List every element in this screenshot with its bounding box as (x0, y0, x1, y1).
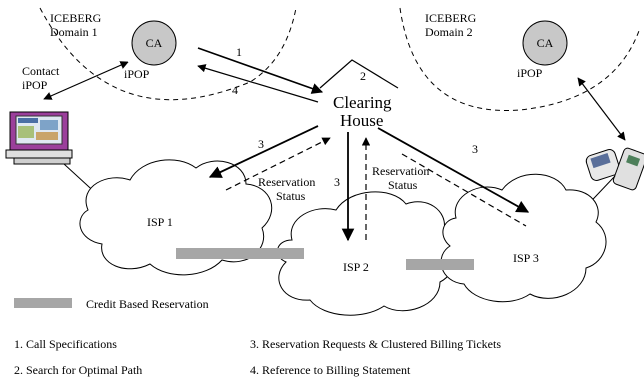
step-num-3c: 3 (472, 142, 478, 156)
domain-1-sub: Domain 1 (50, 25, 98, 39)
phone-icon (585, 147, 644, 191)
reservation-status-2-line1: Reservation (372, 164, 429, 178)
legend-label: Credit Based Reservation (86, 297, 209, 311)
step-num-4: 4 (232, 83, 238, 97)
arrow-step-4 (197, 64, 319, 103)
ca-node-1 (131, 20, 177, 66)
isp-3-label: ISP 3 (513, 251, 539, 265)
domain-1-name: ICEBERG (50, 11, 102, 25)
ipop-label-2: iPOP (517, 66, 543, 80)
reservation-status-1-line2: Status (276, 189, 306, 203)
domain-2-sub: Domain 2 (425, 25, 473, 39)
domain-2-boundary (399, 7, 641, 112)
ca-label-1: CA (146, 36, 163, 50)
clearing-house-line1: Clearing (333, 93, 392, 112)
contact-label-line2: iPOP (22, 78, 48, 92)
reservation-status-1-line1: Reservation (258, 175, 315, 189)
clearing-house-line2: House (340, 111, 383, 130)
step-desc-4: 4. Reference to Billing Statement (250, 363, 411, 377)
computer-icon (5, 111, 73, 165)
contact-label-line1: Contact (22, 64, 60, 78)
arrow-step-3-isp1 (208, 125, 319, 178)
step-num-1: 1 (236, 45, 242, 59)
ipop-label-1: iPOP (124, 67, 150, 81)
step-2-loop (319, 59, 399, 89)
isp-2-label: ISP 2 (343, 260, 369, 274)
isp-2-cloud (277, 191, 457, 316)
step-desc-3: 3. Reservation Requests & Clustered Bill… (250, 337, 501, 351)
dashed-isp3-link (401, 153, 527, 227)
credit-reservation-bar-1 (176, 248, 304, 259)
step-desc-1: 1. Call Specifications (14, 337, 117, 351)
domain-1-boundary (39, 7, 297, 101)
phone-ipop-arrow (577, 77, 626, 141)
step-desc-2: 2. Search for Optimal Path (14, 363, 142, 377)
step-num-3a: 3 (258, 137, 264, 151)
isp-1-cloud (79, 159, 273, 276)
ca-node-2 (522, 20, 568, 66)
step-num-2: 2 (360, 69, 366, 83)
arrow-step-3-isp3 (377, 127, 530, 213)
step-num-3b: 3 (334, 175, 340, 189)
arrow-step-1 (197, 47, 324, 94)
isp-1-label: ISP 1 (147, 215, 173, 229)
isp-3-cloud (440, 173, 607, 303)
credit-reservation-bar-2 (406, 259, 474, 270)
legend-swatch (14, 298, 72, 308)
contact-ipop-arrow (43, 61, 129, 100)
ca-label-2: CA (537, 36, 554, 50)
domain-2-name: ICEBERG (425, 11, 477, 25)
reservation-status-2-line2: Status (388, 178, 418, 192)
